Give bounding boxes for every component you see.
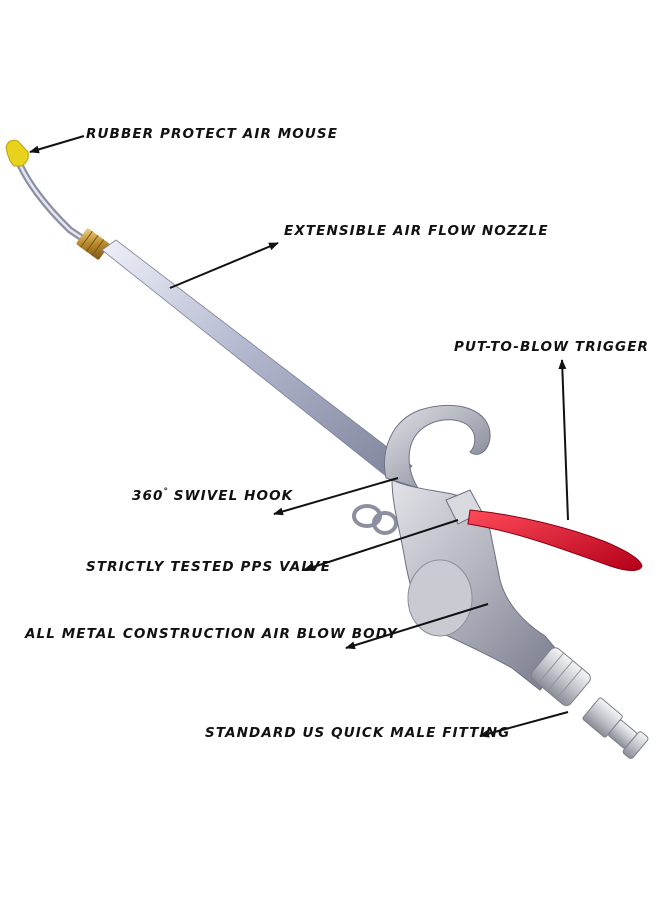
arrow-trigger [558, 359, 569, 521]
label-trigger: PUT-TO-BLOW TRIGGER [454, 339, 650, 355]
thin-tip-tube [14, 156, 92, 246]
label-body: ALL METAL CONSTRUCTION AIR BLOW BODY [25, 626, 398, 642]
valve-boss [407, 559, 473, 637]
swivel-loops [352, 504, 398, 535]
rubber-tip [5, 139, 29, 167]
label-hook-text: SWIVEL HOOK [167, 488, 294, 504]
brass-coupling [76, 228, 110, 260]
arrow-valve [303, 519, 459, 572]
arrow-body [345, 603, 489, 650]
label-fitting: STANDARD US QUICK MALE FITTING [205, 725, 511, 741]
quick-male-fitting [582, 697, 649, 759]
degree-symbol: ° [163, 487, 168, 497]
arrow-fitting [479, 711, 569, 738]
label-rubber-tip: RUBBER PROTECT AIR MOUSE [86, 126, 339, 142]
red-trigger [467, 509, 643, 571]
arrow-hook [273, 477, 399, 516]
arrow-nozzle [169, 242, 279, 289]
nozzle-tube [101, 239, 413, 485]
arrow-rubber-tip [29, 135, 85, 154]
label-hook-number: 360 [132, 488, 164, 504]
label-valve: STRICTLY TESTED PPS VALVE [86, 559, 332, 575]
label-hook: 360° SWIVEL HOOK [132, 487, 293, 504]
label-nozzle: EXTENSIBLE AIR FLOW NOZZLE [284, 223, 549, 239]
swivel-hook [384, 404, 491, 489]
grip-collar [530, 647, 591, 707]
